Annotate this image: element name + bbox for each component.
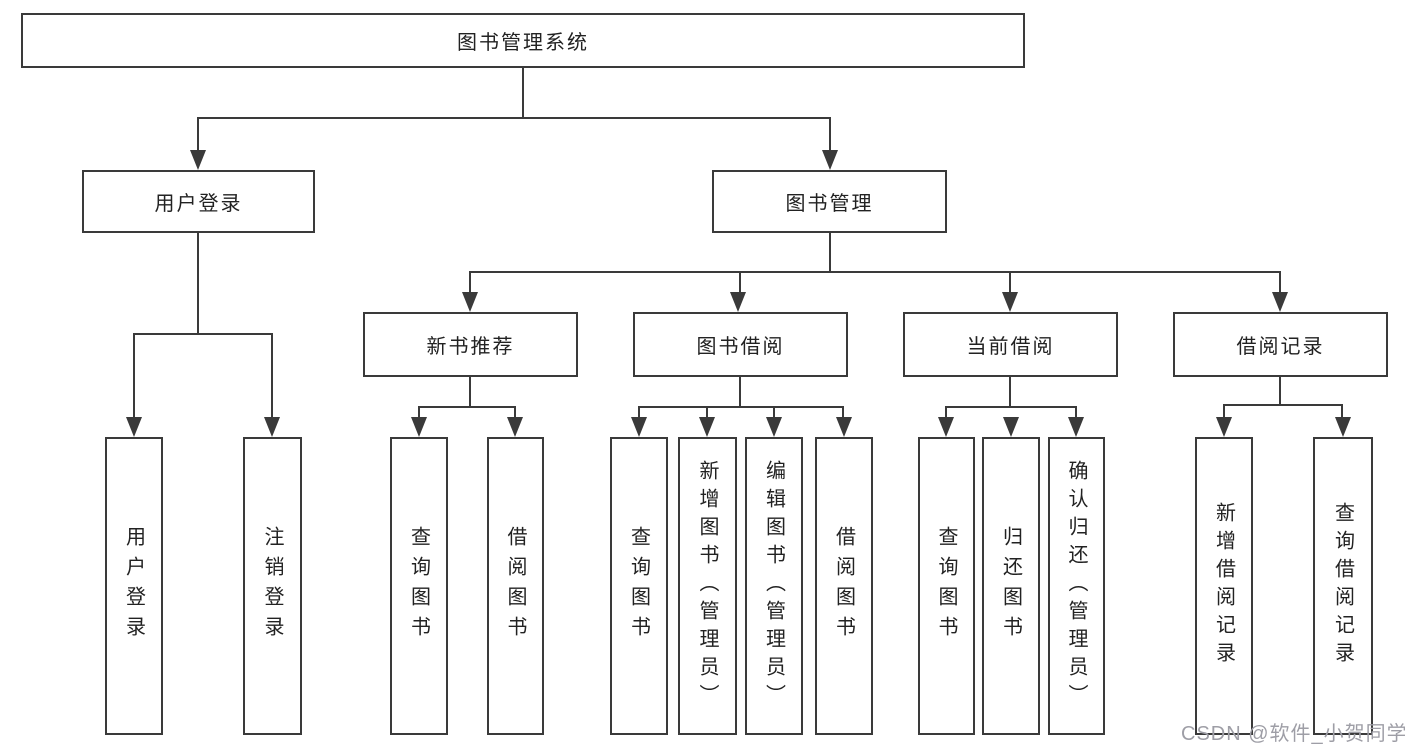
leaf-query-books-recommend: 查询图书 [390, 437, 448, 735]
arrowhead-icon [1003, 417, 1019, 437]
connector-line [638, 406, 844, 408]
connector-line [469, 271, 1281, 273]
arrowhead-icon [730, 292, 746, 312]
connector-line [197, 117, 199, 152]
connector-line [706, 406, 708, 420]
connector-line [1075, 406, 1077, 420]
leaf-borrow-books-recommend: 借阅图书 [487, 437, 544, 735]
connector-line [638, 406, 640, 420]
connector-line [271, 333, 273, 419]
connector-line [829, 233, 831, 273]
arrowhead-icon [836, 417, 852, 437]
leaf-label: 查询借阅记录 [1331, 502, 1354, 670]
leaf-query-borrow-record: 查询借阅记录 [1313, 437, 1373, 735]
arrowhead-icon [822, 150, 838, 170]
connector-line [469, 377, 471, 408]
node-root: 图书管理系统 [21, 13, 1025, 68]
node-borrow-records: 借阅记录 [1173, 312, 1388, 377]
arrowhead-icon [1002, 292, 1018, 312]
connector-line [197, 233, 199, 335]
connector-line [1341, 404, 1343, 420]
connector-line [773, 406, 775, 420]
connector-line [418, 406, 420, 420]
arrowhead-icon [411, 417, 427, 437]
connector-line [945, 406, 947, 420]
leaf-label: 查询图书 [935, 526, 957, 646]
node-book-management: 图书管理 [712, 170, 947, 233]
leaf-query-books-borrow: 查询图书 [610, 437, 668, 735]
leaf-label: 借阅图书 [504, 526, 526, 646]
node-current-borrow: 当前借阅 [903, 312, 1118, 377]
connector-line [1223, 404, 1225, 420]
node-book-borrow-label: 图书借阅 [696, 336, 785, 358]
connector-line [133, 333, 273, 335]
leaf-label: 归还图书 [999, 526, 1022, 646]
node-root-label: 图书管理系统 [457, 32, 589, 54]
leaf-borrow-books: 借阅图书 [815, 437, 873, 735]
arrowhead-icon [462, 292, 478, 312]
arrowhead-icon [1068, 417, 1084, 437]
arrowhead-icon [766, 417, 782, 437]
connector-line [945, 406, 1077, 408]
leaf-label: 查询图书 [627, 526, 650, 646]
arrowhead-icon [1335, 417, 1351, 437]
arrowhead-icon [126, 417, 142, 437]
connector-line [418, 406, 516, 408]
leaf-logout: 注销登录 [243, 437, 302, 735]
arrowhead-icon [264, 417, 280, 437]
leaf-query-books-current: 查询图书 [918, 437, 975, 735]
leaf-label: 用户登录 [122, 526, 145, 646]
arrowhead-icon [699, 417, 715, 437]
node-new-book-recommend: 新书推荐 [363, 312, 578, 377]
connector-line [197, 117, 831, 119]
arrowhead-icon [190, 150, 206, 170]
arrowhead-icon [507, 417, 523, 437]
leaf-label: 确认归还（管理员） [1065, 460, 1087, 712]
connector-line [133, 333, 135, 419]
leaf-edit-books-admin: 编辑图书（管理员） [745, 437, 803, 735]
leaf-user-login: 用户登录 [105, 437, 163, 735]
connector-line [829, 117, 831, 152]
leaf-label: 借阅图书 [832, 526, 855, 646]
connector-line [1279, 377, 1281, 406]
node-book-borrow: 图书借阅 [633, 312, 848, 377]
connector-line [469, 271, 471, 294]
node-new-book-recommend-label: 新书推荐 [426, 336, 515, 358]
node-current-borrow-label: 当前借阅 [966, 336, 1055, 358]
leaf-label: 新增借阅记录 [1212, 502, 1235, 670]
leaf-add-borrow-record: 新增借阅记录 [1195, 437, 1253, 735]
arrowhead-icon [1216, 417, 1232, 437]
leaf-confirm-return-admin: 确认归还（管理员） [1048, 437, 1105, 735]
leaf-label: 编辑图书（管理员） [762, 460, 785, 712]
csdn-watermark: CSDN @软件_小贺同学 [1181, 723, 1405, 745]
arrowhead-icon [938, 417, 954, 437]
leaf-add-books-admin: 新增图书（管理员） [678, 437, 737, 735]
connector-line [739, 377, 741, 408]
leaf-label: 注销登录 [261, 526, 283, 646]
connector-line [1009, 271, 1011, 294]
connector-line [1223, 404, 1343, 406]
arrowhead-icon [1272, 292, 1288, 312]
leaf-return-books: 归还图书 [982, 437, 1040, 735]
leaf-label: 新增图书（管理员） [696, 460, 718, 712]
connector-line [522, 68, 524, 118]
node-borrow-records-label: 借阅记录 [1236, 336, 1325, 358]
leaf-label: 查询图书 [407, 526, 430, 646]
node-book-management-label: 图书管理 [785, 193, 874, 215]
node-user-login: 用户登录 [82, 170, 315, 233]
connector-line [1009, 377, 1011, 408]
node-user-login-label: 用户登录 [154, 193, 243, 215]
arrowhead-icon [631, 417, 647, 437]
connector-line [514, 406, 516, 420]
connector-line [842, 406, 844, 420]
connector-line [1279, 271, 1281, 294]
connector-line [739, 271, 741, 294]
